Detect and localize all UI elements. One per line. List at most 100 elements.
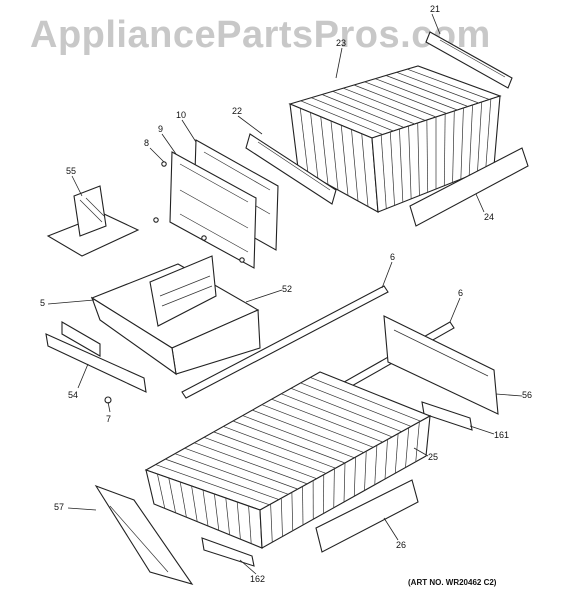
wire-line bbox=[213, 431, 327, 474]
wire-line bbox=[333, 468, 335, 508]
wire-line bbox=[353, 84, 437, 118]
wire-line bbox=[394, 433, 399, 474]
part-24-front-trim[interactable] bbox=[409, 147, 529, 227]
watermark: AppliancePartsPros.com bbox=[30, 14, 491, 56]
callout-55: 55 bbox=[66, 166, 77, 176]
wire-line bbox=[252, 409, 365, 453]
wire-line bbox=[375, 78, 458, 111]
wire-line bbox=[330, 120, 339, 191]
wire-line bbox=[299, 108, 309, 174]
callout-6-lower: 6 bbox=[458, 288, 464, 298]
part-6-rod-upper[interactable] bbox=[181, 285, 389, 399]
wire-line bbox=[300, 100, 383, 135]
callout-57: 57 bbox=[54, 502, 65, 512]
wire-line bbox=[343, 462, 346, 503]
callout-23: 23 bbox=[336, 38, 347, 48]
callout-22: 22 bbox=[232, 106, 243, 116]
callout-24: 24 bbox=[484, 212, 495, 222]
wire-line bbox=[408, 125, 412, 199]
part-23-upper-basket[interactable] bbox=[288, 65, 502, 213]
wire-line bbox=[460, 107, 464, 180]
part-55-divider[interactable] bbox=[46, 185, 140, 257]
wire-line bbox=[332, 91, 415, 125]
wire-line bbox=[452, 110, 455, 183]
callout-161: 161 bbox=[494, 430, 510, 440]
part-8-screw[interactable] bbox=[153, 161, 245, 263]
wire-line bbox=[380, 134, 387, 209]
wire-line bbox=[248, 505, 252, 544]
wire-line bbox=[320, 116, 329, 185]
wire-line bbox=[194, 442, 308, 485]
part-56-right-bracket[interactable] bbox=[383, 315, 499, 415]
wire-line bbox=[223, 426, 336, 469]
wire-line bbox=[405, 427, 410, 468]
wire-line bbox=[399, 128, 404, 203]
wire-line bbox=[281, 393, 393, 438]
callout-21: 21 bbox=[430, 4, 441, 14]
wire-line bbox=[311, 97, 394, 132]
wire-line bbox=[407, 68, 490, 100]
wire-line bbox=[290, 388, 402, 432]
callout-10: 10 bbox=[176, 110, 187, 120]
part-52-divider[interactable] bbox=[149, 255, 217, 327]
wire-line bbox=[203, 437, 317, 479]
wire-line bbox=[179, 481, 187, 518]
wire-line bbox=[168, 477, 176, 513]
wire-line bbox=[364, 451, 367, 491]
wire-line bbox=[232, 420, 346, 464]
wire-line bbox=[396, 72, 479, 104]
wire-line bbox=[157, 473, 166, 509]
wire-line bbox=[443, 113, 446, 186]
part-57-left-panel[interactable] bbox=[94, 484, 194, 585]
part-25-lower-basket[interactable] bbox=[144, 371, 432, 549]
wire-line bbox=[468, 104, 473, 176]
wire-line bbox=[351, 129, 359, 202]
part-161-clip[interactable] bbox=[421, 401, 473, 431]
wire-line bbox=[225, 497, 230, 535]
wire-line bbox=[361, 133, 369, 207]
wire-line bbox=[417, 122, 420, 196]
wire-line bbox=[242, 415, 355, 459]
wire-line bbox=[310, 112, 319, 180]
wire-line bbox=[415, 421, 420, 462]
callout-54: 54 bbox=[68, 390, 79, 400]
callout-9: 9 bbox=[158, 124, 164, 134]
wire-line bbox=[477, 101, 483, 173]
wire-line bbox=[485, 98, 492, 170]
callout-25: 25 bbox=[428, 452, 439, 462]
wire-line bbox=[280, 498, 283, 537]
part-22-bracket[interactable] bbox=[245, 133, 337, 205]
wire-line bbox=[340, 125, 349, 196]
part-26-lower-trim[interactable] bbox=[315, 479, 419, 553]
wire-line bbox=[426, 119, 429, 193]
part-162-clip[interactable] bbox=[201, 537, 255, 567]
wire-line bbox=[389, 131, 395, 206]
callout-56: 56 bbox=[522, 390, 533, 400]
art-number: (ART NO. WR20462 C2) bbox=[408, 578, 497, 587]
callout-7: 7 bbox=[106, 414, 112, 424]
wire-line bbox=[374, 445, 378, 485]
wire-line bbox=[271, 398, 383, 443]
callout-5: 5 bbox=[40, 298, 46, 308]
wire-line bbox=[155, 464, 270, 506]
wire-line bbox=[184, 447, 298, 490]
wire-line bbox=[353, 457, 356, 497]
wire-line bbox=[202, 489, 209, 527]
wire-line bbox=[236, 501, 241, 540]
part-9-panel[interactable] bbox=[169, 151, 257, 269]
wire-line bbox=[214, 493, 220, 531]
wire-line bbox=[270, 504, 273, 543]
callout-26: 26 bbox=[396, 540, 407, 550]
part-54-left-rail[interactable] bbox=[45, 321, 147, 393]
wire-line bbox=[165, 458, 280, 500]
wire-line bbox=[343, 87, 426, 121]
wire-line bbox=[191, 485, 198, 522]
wire-line bbox=[261, 404, 374, 448]
part-21-rail[interactable] bbox=[425, 31, 513, 89]
wire-line bbox=[384, 439, 388, 480]
wire-line bbox=[321, 94, 405, 128]
wire-line bbox=[364, 81, 447, 114]
callout-52: 52 bbox=[282, 284, 293, 294]
